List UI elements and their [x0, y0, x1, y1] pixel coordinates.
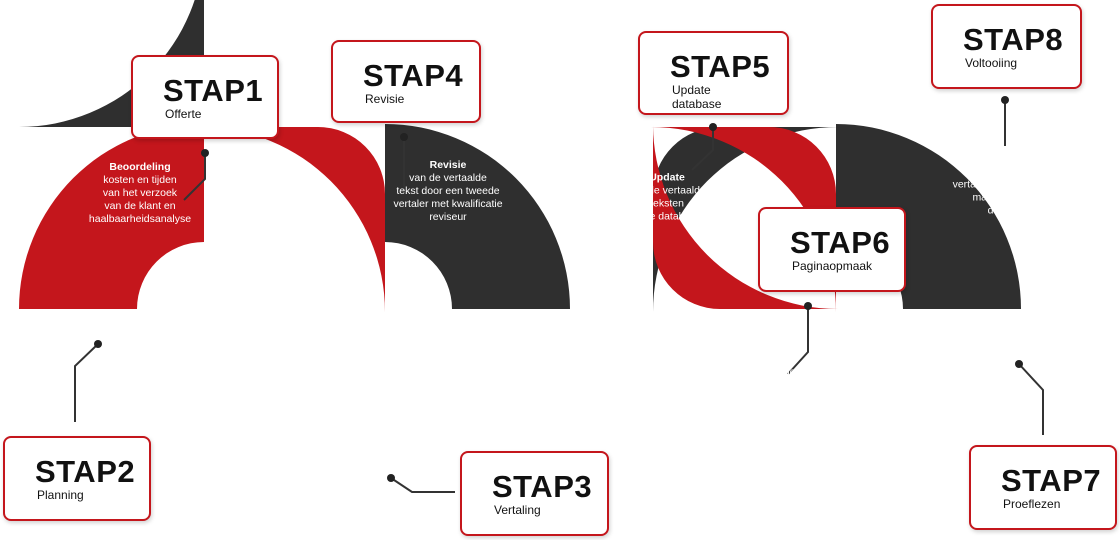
- connector-dot-4: [400, 133, 408, 141]
- band-segment-3: [385, 124, 570, 309]
- step-subtitle: Planning: [37, 488, 84, 502]
- connector-line-1: [183, 153, 206, 201]
- connector-dot-7: [1015, 360, 1023, 368]
- band-segment-6: [653, 124, 838, 309]
- step-title: STAP5: [670, 49, 771, 84]
- step-title: STAP4: [363, 58, 464, 93]
- step-title: STAP2: [35, 454, 136, 489]
- connector-line-2: [74, 343, 99, 422]
- step-subtitle: Revisie: [365, 92, 405, 106]
- step-title: STAP8: [963, 22, 1064, 57]
- connector-line-7: [1018, 363, 1044, 435]
- connector-line-3: [390, 477, 455, 493]
- band-segment-5: [653, 127, 838, 312]
- step-subtitle: Proeflezen: [1003, 497, 1061, 511]
- step-subtitle: Voltooiing: [965, 56, 1018, 70]
- connector-dot-8: [1001, 96, 1009, 104]
- step-title: STAP1: [163, 73, 264, 108]
- snake-path: [19, 0, 1021, 312]
- step-subtitle: Update database: [672, 83, 722, 111]
- connector-lines: [74, 96, 1044, 493]
- step-subtitle: Offerte: [165, 107, 202, 121]
- connector-line-5: [691, 127, 714, 171]
- band-segment-8: [651, 127, 836, 312]
- step-title: STAP6: [790, 225, 891, 260]
- band-segment-4: [200, 127, 385, 312]
- connector-line-6: [787, 306, 809, 375]
- step-subtitle: Paginaopmaak: [792, 259, 873, 273]
- step-title: STAP7: [1001, 463, 1102, 498]
- band-segment-2: [19, 124, 204, 309]
- connector-dot-2: [94, 340, 102, 348]
- step-subtitle: Vertaling: [494, 503, 541, 517]
- connector-dot-3: [387, 474, 395, 482]
- connector-dot-1: [201, 149, 209, 157]
- connector-dot-5: [709, 123, 717, 131]
- connector-dot-6: [804, 302, 812, 310]
- step-title: STAP3: [492, 469, 593, 504]
- band-segment-7: [836, 124, 1021, 309]
